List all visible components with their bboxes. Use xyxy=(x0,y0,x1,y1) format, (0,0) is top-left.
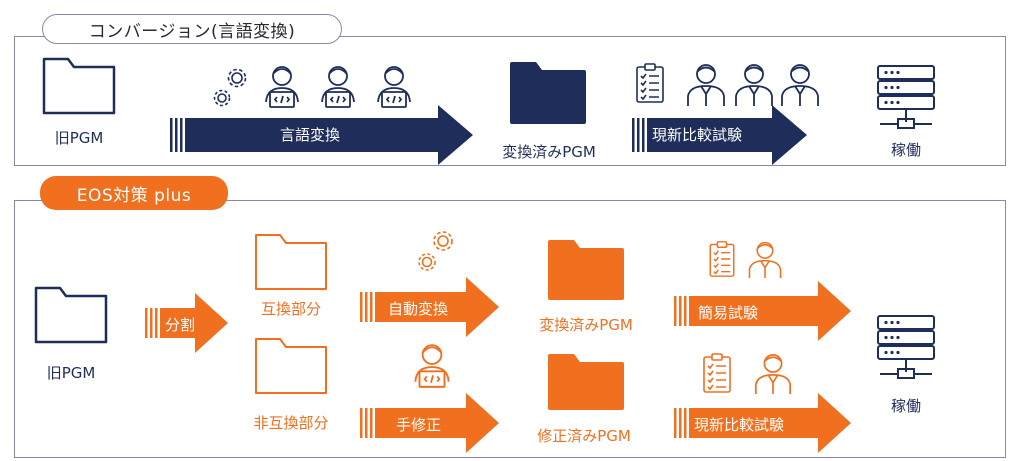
language-conversion-arrow: 言語変換 xyxy=(170,104,474,166)
checklist-icon xyxy=(703,353,731,393)
arrow-label: 分割 xyxy=(165,316,196,334)
manual-fix-arrow: 手修正 xyxy=(360,392,500,454)
gear-icon xyxy=(213,68,247,107)
fixed-pgm-label: 修正済みPGM xyxy=(537,427,631,445)
converted-pgm-label: 変換済みPGM xyxy=(502,143,596,161)
auto-conversion-arrow: 自動変換 xyxy=(360,276,500,338)
eos-title: EOS対策 plus xyxy=(40,176,228,210)
arrow-label: 現新比較試験 xyxy=(694,416,785,434)
developer-icon xyxy=(414,344,450,388)
comparison-test-arrow: 現新比較試験 xyxy=(674,392,852,454)
server-icon xyxy=(877,315,935,379)
gear-icon xyxy=(418,231,453,271)
arrow-label: 自動変換 xyxy=(388,300,449,318)
incompatible-part-label: 非互換部分 xyxy=(253,414,329,432)
server-icon xyxy=(877,65,935,129)
developer-icon xyxy=(377,66,411,108)
developer-icon xyxy=(265,66,299,108)
arrow-label: 現新比較試験 xyxy=(652,126,743,144)
split-arrow: 分割 xyxy=(145,292,229,354)
businessman-icon xyxy=(735,64,773,106)
folder-icon xyxy=(42,57,116,115)
simple-test-arrow: 簡易試験 xyxy=(674,280,852,342)
folder-icon xyxy=(510,62,586,124)
checklist-icon xyxy=(709,241,735,277)
arrow-label: 手修正 xyxy=(396,416,442,434)
folder-icon xyxy=(255,338,327,394)
folder-icon xyxy=(34,286,108,344)
businessman-icon xyxy=(687,64,725,106)
developer-icon xyxy=(321,66,355,108)
source-pgm-label: 旧PGM xyxy=(46,364,96,382)
businessman-icon xyxy=(748,241,782,278)
businessman-icon xyxy=(781,64,819,106)
deploy-label: 稼働 xyxy=(890,397,921,415)
conversion-title: コンバージョン(言語変換) xyxy=(42,14,342,44)
arrow-label: 簡易試験 xyxy=(698,304,759,322)
folder-icon xyxy=(548,354,624,410)
conversion-panel xyxy=(14,36,1006,166)
converted-pgm-label: 変換済みPGM xyxy=(539,316,633,334)
source-pgm-label: 旧PGM xyxy=(54,129,104,147)
folder-icon xyxy=(255,234,327,290)
compatible-part-label: 互換部分 xyxy=(260,300,321,318)
checklist-icon xyxy=(636,63,664,103)
eos-panel xyxy=(14,200,1006,458)
comparison-test-arrow: 現新比較試験 xyxy=(632,104,808,166)
deploy-label: 稼働 xyxy=(890,141,921,159)
businessman-icon xyxy=(754,354,792,394)
arrow-label: 言語変換 xyxy=(280,126,341,144)
folder-icon xyxy=(548,240,624,300)
